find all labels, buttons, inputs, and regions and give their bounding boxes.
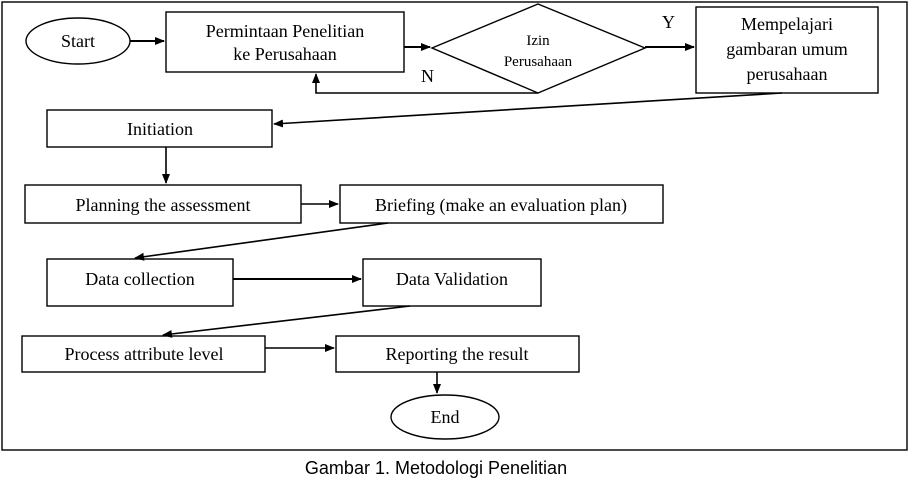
start-label: Start xyxy=(61,31,95,51)
arrow-izin-no-back-to-permintaan xyxy=(312,73,538,94)
izin-decision-node: Izin Perusahaan xyxy=(430,3,647,94)
arrow-mempelajari-to-initiation xyxy=(273,92,783,128)
start-node: Start xyxy=(25,17,131,65)
mempelajari-label-line2: gambaran umum xyxy=(726,39,847,59)
end-label: End xyxy=(431,407,460,427)
izin-label-line1: Izin xyxy=(526,33,550,49)
permintaan-node: Permintaan Penelitian ke Perusahaan xyxy=(165,11,405,73)
data-validation-node: Data Validation xyxy=(362,258,542,307)
arrow-validation-to-process-attribute xyxy=(162,305,411,338)
reporting-label: Reporting the result xyxy=(386,344,529,364)
yes-label: Y xyxy=(662,12,675,32)
planning-node: Planning the assessment xyxy=(24,184,302,224)
mempelajari-node: Mempelajari gambaran umum perusahaan xyxy=(695,6,879,94)
mempelajari-label-line3: perusahaan xyxy=(747,64,828,84)
initiation-node: Initiation xyxy=(46,109,273,148)
briefing-label: Briefing (make an evaluation plan) xyxy=(375,195,627,216)
permintaan-label-line1: Permintaan Penelitian xyxy=(206,21,364,41)
briefing-node: Briefing (make an evaluation plan) xyxy=(339,184,664,224)
end-node: End xyxy=(390,394,500,440)
figure-caption: Gambar 1. Metodologi Penelitian xyxy=(305,458,567,478)
data-collection-node: Data collection xyxy=(46,258,234,307)
izin-label-line2: Perusahaan xyxy=(504,54,573,70)
mempelajari-label-line1: Mempelajari xyxy=(741,14,833,34)
data-collection-label: Data collection xyxy=(85,269,194,289)
initiation-label: Initiation xyxy=(127,119,193,139)
process-attribute-label: Process attribute level xyxy=(65,344,224,364)
arrow-briefing-to-data-collection xyxy=(134,222,389,261)
diagram-frame xyxy=(1,1,908,451)
permintaan-label-line2: ke Perusahaan xyxy=(233,44,336,64)
process-attribute-node: Process attribute level xyxy=(21,335,266,373)
planning-label: Planning the assessment xyxy=(76,195,251,215)
reporting-node: Reporting the result xyxy=(335,335,580,373)
no-label: N xyxy=(421,66,434,86)
data-validation-label: Data Validation xyxy=(396,269,508,289)
